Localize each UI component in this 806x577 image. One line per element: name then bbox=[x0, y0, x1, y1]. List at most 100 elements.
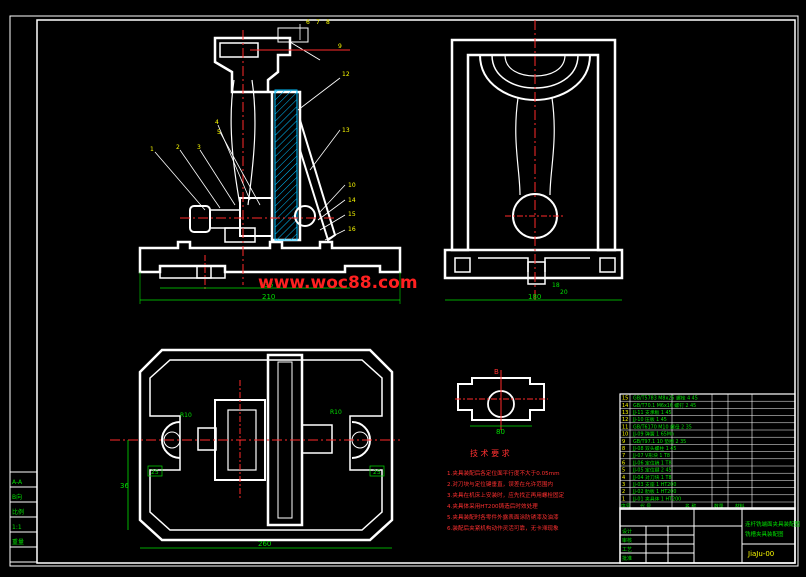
sign-review: 审核 bbox=[622, 537, 632, 544]
bom-row: JJ-11 支承板 1 45 bbox=[632, 409, 672, 416]
bom-row-number: 11 bbox=[622, 424, 628, 430]
balloon-5: 5 bbox=[217, 129, 221, 136]
margin-label-3: 比例 bbox=[12, 508, 24, 516]
balloon-15: 15 bbox=[348, 211, 356, 218]
bom-row-number: 15 bbox=[622, 396, 628, 402]
bom-row-number: 6 bbox=[622, 460, 625, 466]
balloon-14: 14 bbox=[348, 197, 356, 204]
bom-header-cell: 数量 bbox=[714, 503, 724, 510]
balloon-4: 4 bbox=[215, 119, 219, 126]
sign-approve: 批准 bbox=[622, 555, 632, 562]
balloon-7: 7 bbox=[316, 19, 320, 26]
small-view-b: 80 B bbox=[455, 368, 548, 436]
bom-row-number: 7 bbox=[622, 453, 625, 459]
dim-side-width: 180 bbox=[528, 293, 541, 301]
dim-plan-width: 260 bbox=[258, 540, 271, 548]
bom-row-number: 13 bbox=[622, 410, 628, 416]
bom-row-number: 9 bbox=[622, 439, 625, 445]
side-key-slot bbox=[527, 261, 546, 285]
tech-title: 技 术 要 求 bbox=[470, 448, 510, 458]
balloon-16: 16 bbox=[348, 226, 356, 233]
bom-row-number: 5 bbox=[622, 468, 625, 474]
bom-row: JJ-04 对刀块 1 T8 bbox=[632, 474, 672, 481]
bom-row: GB/T5783 M8x25 螺栓 4 45 bbox=[633, 395, 698, 402]
bom-header-cell: 代 号 bbox=[640, 503, 651, 510]
front-view: 136 210 1 2 3 4 5 6 7 8 9 10 bbox=[138, 19, 402, 304]
balloon-8: 8 bbox=[326, 19, 330, 26]
bom-header-cell: 名 称 bbox=[685, 503, 696, 510]
outer-frame bbox=[9, 15, 799, 567]
plan-outline bbox=[138, 348, 394, 542]
side-frame bbox=[450, 38, 617, 252]
bom-header-cell: 材料 bbox=[735, 503, 745, 510]
dim-small-width: 80 bbox=[496, 428, 505, 436]
balloon-12: 12 bbox=[342, 71, 350, 78]
balloon-10: 10 bbox=[348, 182, 356, 189]
dim-side-hole: 18 bbox=[552, 282, 560, 289]
dim-plan-slot-left: 25 bbox=[151, 469, 159, 476]
left-margin-block: A-A B向 比例 1:1 重量 bbox=[9, 471, 38, 563]
sign-process: 工艺 bbox=[622, 547, 632, 553]
tech-item-4: 4.夹具体采用HT200铸造后时效处理 bbox=[447, 502, 538, 510]
bom-row-number: 12 bbox=[622, 417, 628, 423]
bom-header-cell: 序号 bbox=[621, 503, 631, 510]
bom-row: JJ-09 弹簧 1 65Mn bbox=[632, 431, 674, 438]
bom-row: JJ-05 定位键 2 45 bbox=[632, 467, 672, 474]
balloon-6: 6 bbox=[306, 19, 310, 26]
dim-front-width: 210 bbox=[262, 293, 275, 301]
tech-item-5: 5.夹具装配时各零件外露表面涂防锈漆及油漆 bbox=[447, 513, 559, 521]
dim-front-inner: 136 bbox=[260, 281, 274, 289]
small-view-label: B bbox=[494, 368, 499, 376]
margin-label-2: B向 bbox=[12, 493, 22, 501]
balloon-1: 1 bbox=[150, 146, 154, 153]
inner-frame bbox=[36, 19, 796, 564]
sign-design: 设计 bbox=[622, 528, 632, 535]
bom-table: 15 GB/T5783 M8x25 螺栓 4 45 14 GB/T70.1 M6x16… bbox=[619, 393, 796, 510]
balloon-13: 13 bbox=[342, 127, 350, 134]
title-name-1: 连杆铣端面夹具装配图 bbox=[745, 520, 801, 528]
clamp-nut bbox=[189, 205, 211, 233]
tech-item-2: 2.对刀块与定位键垂直，误差在允许范围内 bbox=[447, 480, 553, 488]
bom-row-number: 14 bbox=[622, 403, 628, 409]
side-view: 180 18 20 bbox=[443, 20, 624, 301]
watermark-text: www.woc88.com bbox=[258, 273, 418, 293]
bom-row: JJ-08 双头螺柱 1 45 bbox=[632, 445, 676, 452]
dim-plan-r1: R10 bbox=[180, 412, 192, 419]
front-column bbox=[213, 36, 302, 242]
margin-label-1: A-A bbox=[12, 479, 23, 486]
tech-item-1: 1.夹具装配后各定位面平行度不大于0.05mm bbox=[447, 469, 560, 477]
bom-row: GB/T97.1 10 垫圈 2 35 bbox=[633, 438, 686, 445]
locating-key bbox=[196, 265, 212, 279]
dim-plan-height: 36 bbox=[120, 482, 129, 490]
title-block: 设计 审核 工艺 批准 连杆铣端面夹具装配图 铣槽夹具装配图 JiaJu-00 bbox=[619, 507, 801, 564]
plan-view: 260 36 R10 R10 25 25 bbox=[110, 348, 400, 549]
margin-label-5: 重量 bbox=[12, 538, 24, 546]
bom-row: GB/T70.1 M6x16 螺钉 2 45 bbox=[633, 402, 696, 409]
bom-row: JJ-01 夹具体 1 HT200 bbox=[632, 495, 681, 502]
tech-requirements: 技 术 要 求 1.夹具装配后各定位面平行度不大于0.05mm 2.对刀块与定位… bbox=[447, 448, 565, 532]
bom-row-number: 4 bbox=[622, 475, 625, 481]
front-base bbox=[138, 240, 402, 274]
bom-row: JJ-02 肋板 1 HT200 bbox=[632, 488, 676, 495]
bom-row: JJ-03 支座 1 HT200 bbox=[632, 481, 676, 488]
drawing-number: JiaJu-00 bbox=[747, 550, 774, 558]
bom-row: JJ-06 定位销 1 T8 bbox=[632, 459, 672, 466]
balloon-2: 2 bbox=[176, 144, 180, 151]
balloon-9: 9 bbox=[338, 43, 342, 50]
bom-row: GB/T6170 M10 螺母 2 35 bbox=[633, 423, 692, 430]
bom-row: JJ-10 压板 1 45 bbox=[632, 416, 667, 423]
tech-item-3: 3.夹具在机床上安装时，应先找正再用螺栓固定 bbox=[447, 491, 565, 499]
dim-plan-slot-right: 25 bbox=[373, 469, 381, 476]
margin-label-4: 1:1 bbox=[12, 524, 22, 531]
hatched-section bbox=[274, 89, 298, 241]
leader-lines bbox=[154, 24, 346, 241]
bom-row: JJ-07 V形块 1 T8 bbox=[632, 452, 670, 459]
balloon-3: 3 bbox=[197, 144, 201, 151]
bom-row-number: 10 bbox=[622, 432, 628, 438]
side-base bbox=[443, 248, 624, 280]
rib-plate bbox=[299, 119, 337, 242]
bom-row-number: 3 bbox=[622, 482, 625, 488]
dim-plan-r2: R10 bbox=[330, 409, 342, 416]
